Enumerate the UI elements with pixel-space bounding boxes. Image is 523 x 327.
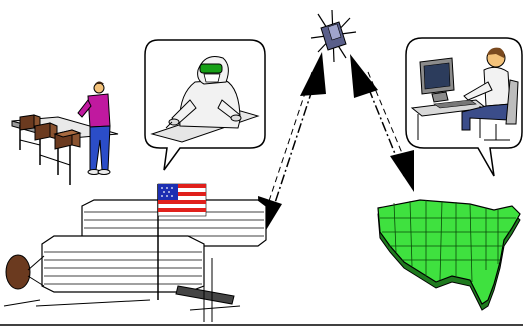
cleanroom-technician-speech-bubble [145, 40, 265, 170]
computer-operator-speech-bubble [406, 38, 522, 176]
factory-with-us-flag-icon [4, 184, 266, 322]
us-map-icon [378, 200, 520, 310]
satellite-icon [311, 10, 356, 62]
uplink-arrow-left-icon [258, 52, 326, 240]
worker-at-conveyor-icon [12, 82, 118, 186]
downlink-arrow-right-icon [350, 54, 414, 192]
